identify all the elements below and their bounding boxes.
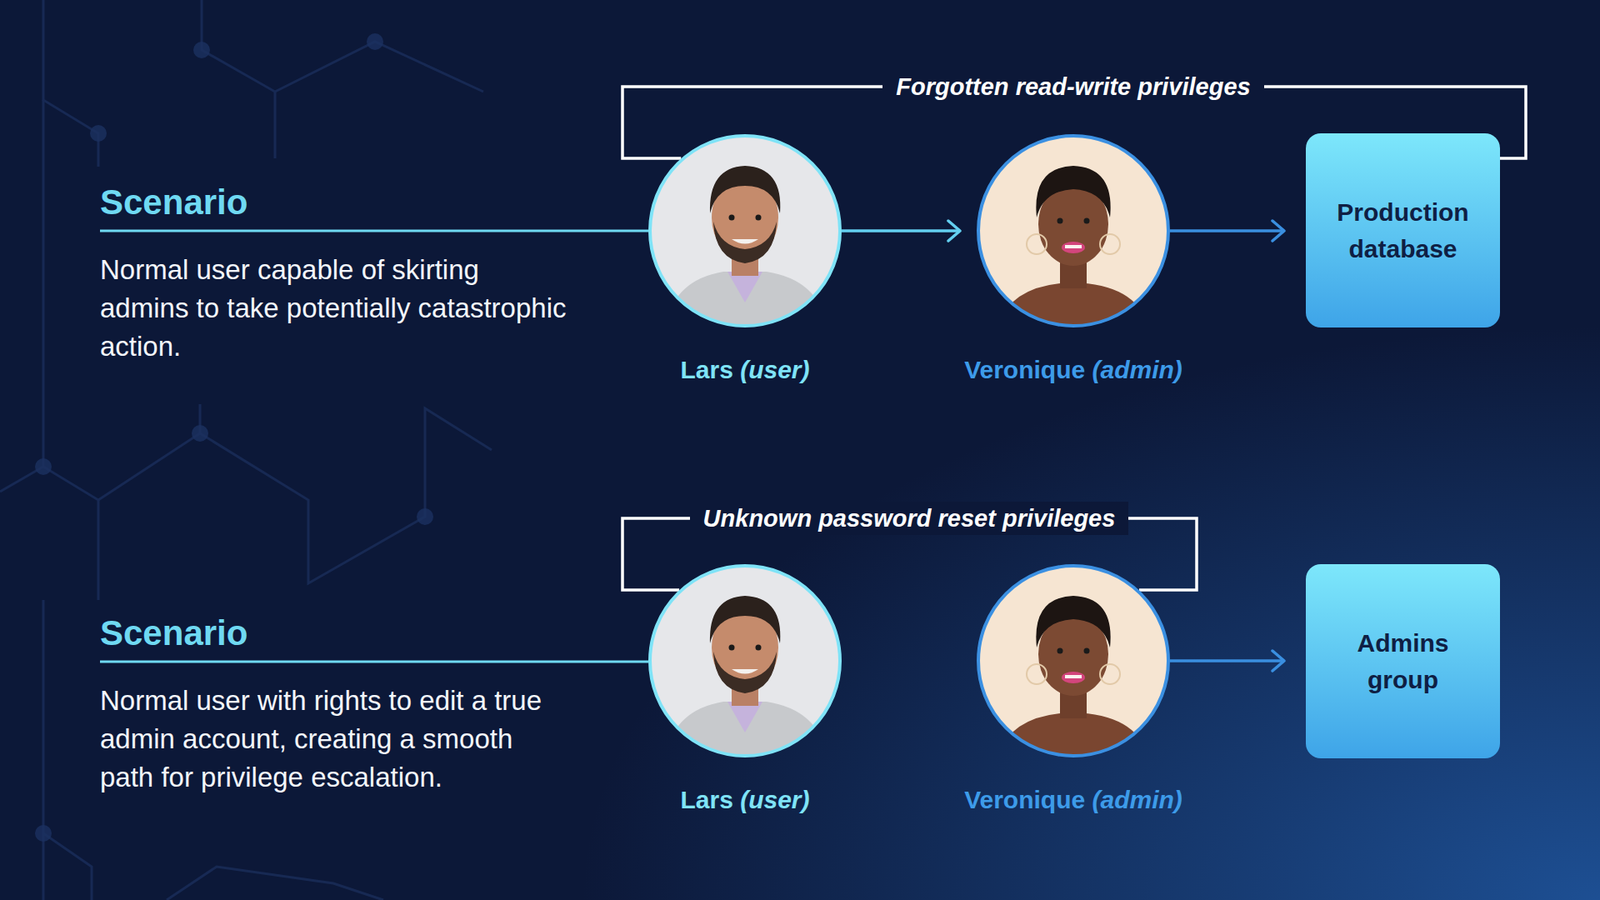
scenario-line [100,660,649,664]
drawing-part [1065,245,1082,249]
drawing-part [976,134,1170,328]
portrait [648,564,842,758]
drawing-part [1061,671,1085,684]
box-label: Production database [1322,194,1484,268]
network-dot [191,425,209,442]
drawing-part [1100,664,1120,685]
person-avatar: Lars (user) [603,564,887,817]
drawing-part [727,271,763,303]
drawing-part [1061,241,1085,254]
drawing-part [1084,218,1090,225]
drawing-part [648,134,842,328]
drawing-part [710,595,780,644]
network-line [43,100,99,600]
avatar-ring [978,565,1169,756]
drawing-part [1035,165,1110,218]
drawing-part [648,564,842,758]
network-line [42,600,45,900]
drawing-part [1100,234,1120,255]
avatar-circle [976,564,1170,758]
drawing-part [755,215,762,221]
drawing-part [648,564,842,758]
person-name: Veronique (admin) [964,353,1183,387]
drawing-part [731,669,759,675]
network-dot [366,33,384,50]
network-line [98,404,200,500]
resource-box: Production database [1305,133,1500,328]
arrow-connector [1170,229,1285,233]
drawing-part [729,215,735,221]
drawing-part [1057,648,1064,655]
scenario-heading: Scenario [100,181,567,224]
network-line [200,408,492,584]
network-dot [416,508,434,525]
drawing-part [1035,595,1110,648]
resource-box: Admins group [1305,564,1500,759]
network-dot [35,825,52,842]
arrow-connector [841,229,960,233]
drawing-part [729,645,735,651]
drawing-part [727,701,763,733]
network-line [43,0,99,167]
portrait [648,134,842,328]
drawing-part [710,165,780,214]
network-line [43,833,92,900]
person-name: Lars (user) [680,353,810,387]
drawing-part [997,712,1150,758]
portrait [976,134,1170,328]
arrow-connector [1170,659,1285,663]
scenario-text: Normal user capable of skirting admins t… [100,250,567,366]
drawing-part [976,134,1170,328]
drawing-part [1057,218,1064,225]
portrait [976,564,1170,758]
drawing-part [1026,664,1047,685]
network-line [166,866,384,900]
scenario-heading: Scenario [100,612,567,655]
scenario-line [100,230,649,233]
drawing-part [713,651,777,694]
person-avatar: Veronique (admin) [931,134,1215,387]
drawing-part [755,645,762,651]
drawing-part [976,564,1170,758]
drawing-part [1026,234,1047,255]
avatar-circle [648,134,842,328]
avatar-ring [978,135,1169,326]
network-line [201,0,275,159]
avatar-ring [650,135,840,326]
person-avatar: Lars (user) [603,134,887,387]
edge-label: Unknown password reset privileges [690,501,1130,535]
drawing-part [1084,648,1090,655]
network-dot [35,458,52,475]
network-dot [90,125,107,142]
drawing-part [665,701,828,758]
scenario-block: ScenarioNormal user capable of skirting … [100,181,567,366]
person-name: Lars (user) [680,783,810,817]
avatar-circle [976,134,1170,328]
person-name: Veronique (admin) [964,783,1183,817]
drawing-part [665,271,828,328]
drawing-part [997,282,1150,328]
network-line [275,41,484,92]
avatar-ring [650,565,840,756]
drawing-part [976,564,1170,758]
drawing-part [713,221,777,264]
person-avatar: Veronique (admin) [931,564,1215,817]
network-dot [193,41,210,59]
avatar-circle [648,564,842,758]
network-dots [35,33,434,842]
scenario-block: ScenarioNormal user with rights to edit … [100,612,567,797]
scenario-text: Normal user with rights to edit a true a… [100,681,567,797]
drawing-part [731,239,759,245]
drawing-part [648,134,842,328]
drawing-part [1065,675,1082,679]
edge-label: Forgotten read-write privileges [882,70,1264,104]
box-label: Admins group [1322,625,1484,699]
